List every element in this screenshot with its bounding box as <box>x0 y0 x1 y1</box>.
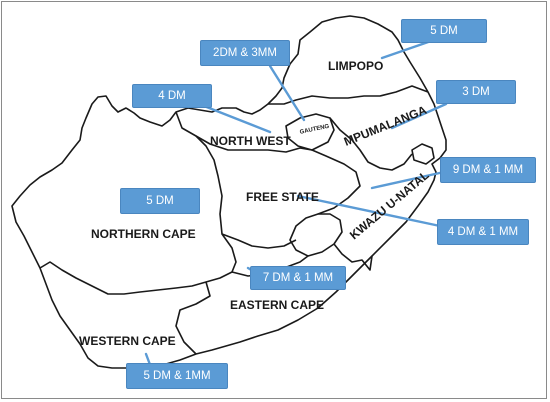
region-label-north-west: NORTH WEST <box>210 134 291 148</box>
lesotho-outline <box>289 213 343 257</box>
free-state-border <box>311 149 361 215</box>
western-cape-border <box>175 281 211 355</box>
gauteng-border <box>285 113 335 151</box>
mpumalanga-pointer <box>390 102 448 130</box>
north-west-pointer <box>202 104 272 134</box>
mpumalanga-border <box>329 117 413 171</box>
callout-western-cape: 5 DM & 1MM <box>126 363 228 389</box>
callout-north-west: 4 DM <box>132 84 212 108</box>
northern-cape-border <box>39 111 237 295</box>
region-label-northern-cape: NORTHERN CAPE <box>91 227 196 241</box>
eswatini-outline <box>411 143 435 165</box>
callout-kwazulu-natal: 9 DM & 1 MM <box>440 157 536 183</box>
region-label-eastern-cape: EASTERN CAPE <box>230 298 324 312</box>
callout-mpumalanga: 3 DM <box>436 80 516 104</box>
region-label-western-cape: WESTERN CAPE <box>79 334 176 348</box>
callout-free-state: 4 DM & 1 MM <box>437 219 529 245</box>
region-label-limpopo: LIMPOPO <box>328 59 383 73</box>
gauteng-pointer <box>268 64 306 122</box>
callout-limpopo: 5 DM <box>401 19 487 43</box>
free-state-pointer <box>296 194 442 228</box>
callout-northern-cape: 5 DM <box>120 188 200 214</box>
limpopo-pointer <box>380 38 436 60</box>
eastern-cape-border <box>333 243 373 271</box>
free-state-south-border <box>221 233 297 249</box>
region-label-free-state: FREE STATE <box>246 190 319 204</box>
callout-eastern-cape: 7 DM & 1 MM <box>250 266 346 290</box>
callout-gauteng: 2DM & 3MM <box>200 40 290 66</box>
north-west-border <box>195 135 313 153</box>
kwazulu-natal-pointer <box>370 170 446 190</box>
